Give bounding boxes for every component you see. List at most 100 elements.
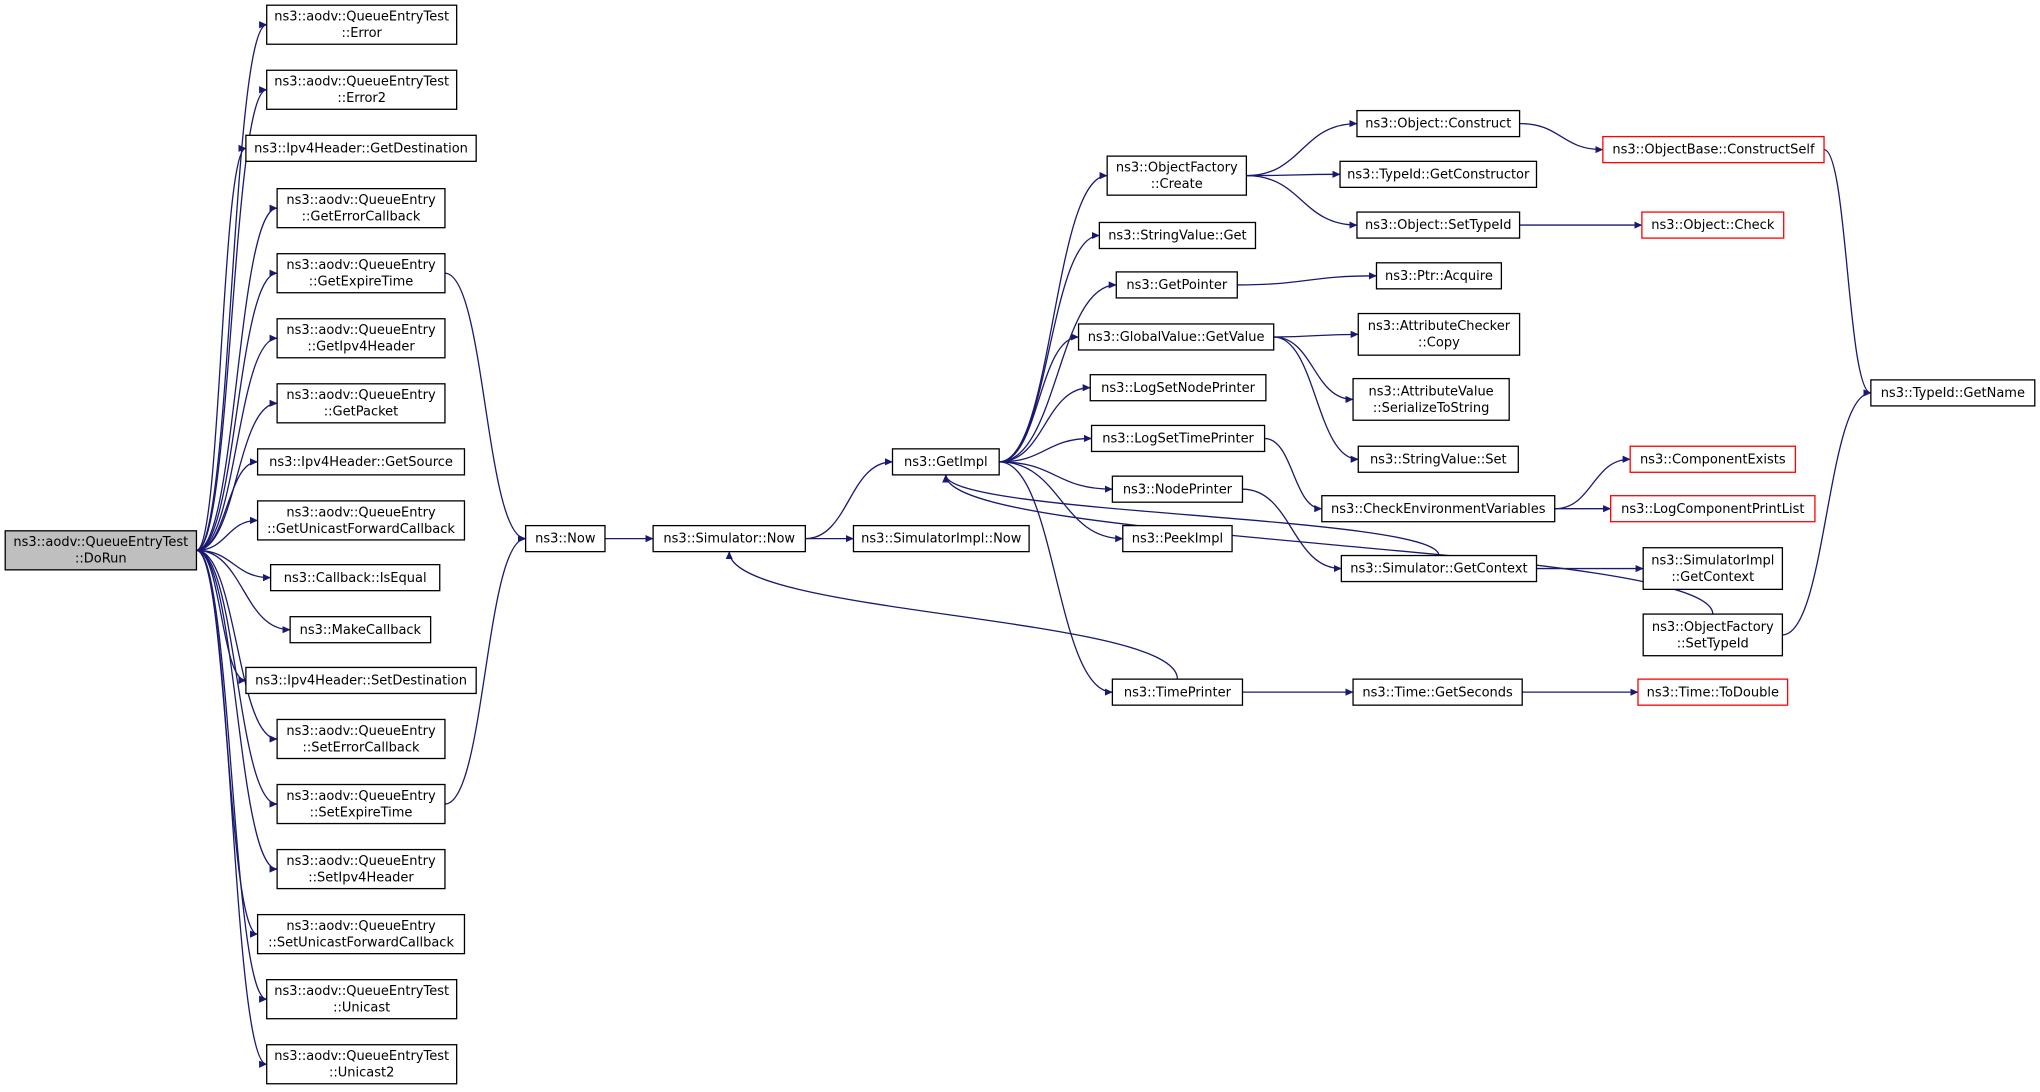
node-obcs-label-0: ns3::ObjectBase::ConstructSelf [1612, 143, 1815, 158]
node-setdest[interactable]: ns3::Ipv4Header::SetDestination [245, 666, 477, 695]
node-objsti-label-0: ns3::Object::SetTypeId [1365, 218, 1511, 233]
edge-root-to-err2 [196, 86, 268, 551]
node-ptracq-label-0: ns3::Ptr::Acquire [1385, 269, 1493, 284]
edge-nodep-to-simgc [1242, 488, 1342, 573]
node-objchk[interactable]: ns3::Object::Check [1641, 211, 1785, 239]
node-setexp-box [276, 783, 446, 825]
node-setucb-box [256, 913, 466, 955]
node-nodep[interactable]: ns3::NodePrinter [1111, 475, 1244, 503]
node-lstp[interactable]: ns3::LogSetTimePrinter [1090, 424, 1266, 453]
node-cev[interactable]: ns3::CheckEnvironmentVariables [1321, 495, 1556, 523]
node-tidgc-label-0: ns3::TypeId::GetConstructor [1347, 167, 1530, 182]
node-svset[interactable]: ns3::StringValue::Set [1357, 445, 1519, 473]
node-mkcb-box [289, 616, 432, 644]
edge-root-to-getipv4 [196, 334, 278, 551]
node-err[interactable]: ns3::aodv::QueueEntryTest::Error [266, 4, 458, 45]
node-geterrcb[interactable]: ns3::aodv::QueueEntry::GetErrorCallback [276, 187, 446, 229]
node-iseq[interactable]: ns3::Callback::IsEqual [269, 563, 441, 592]
node-tidgn[interactable]: ns3::TypeId::GetName [1870, 379, 2036, 407]
node-cev-box [1321, 495, 1556, 523]
node-simimplgc[interactable]: ns3::SimulatorImpl::GetContext [1642, 547, 1784, 591]
node-getipv4[interactable]: ns3::aodv::QueueEntry::GetIpv4Header [276, 318, 446, 359]
edge-gvget-to-accopy [1273, 330, 1359, 338]
node-svget[interactable]: ns3::StringValue::Get [1098, 221, 1257, 250]
node-getucb-box [256, 500, 466, 541]
node-getpkt-label-1: ::GetPacket [324, 405, 398, 420]
node-ofcreate-label-1: ::Create [1151, 177, 1203, 192]
node-root-box [4, 530, 198, 571]
node-getpkt[interactable]: ns3::aodv::QueueEntry::GetPacket [276, 383, 446, 424]
node-setucb-label-1: ::SetUnicastForwardCallback [268, 936, 454, 951]
node-tidgn-box [1870, 379, 2036, 407]
node-objcons[interactable]: ns3::Object::Construct [1356, 109, 1521, 138]
node-getexp[interactable]: ns3::aodv::QueueEntry::GetExpireTime [276, 253, 446, 294]
node-setexp-label-1: ::SetExpireTime [310, 805, 413, 820]
edge-root-to-mkcb [196, 549, 291, 634]
node-now[interactable]: ns3::Now [524, 524, 606, 553]
node-avser[interactable]: ns3::AttributeValue::SerializeToString [1352, 377, 1510, 421]
node-avser-box [1352, 377, 1510, 421]
edge-simgc-to-getimpl [942, 474, 1440, 556]
node-todbl-box [1637, 678, 1789, 706]
node-timep[interactable]: ns3::TimePrinter [1111, 678, 1244, 706]
edge-getimpl-to-svget [999, 231, 1100, 463]
node-getipv4-label-1: ::GetIpv4Header [307, 340, 415, 355]
node-getptr-label-0: ns3::GetPointer [1126, 278, 1227, 293]
node-ofcreate-box [1106, 155, 1248, 196]
node-objsti[interactable]: ns3::Object::SetTypeId [1356, 211, 1521, 239]
node-todbl[interactable]: ns3::Time::ToDouble [1637, 678, 1789, 706]
edge-root-to-setipv4 [196, 549, 278, 873]
node-tidgc[interactable]: ns3::TypeId::GetConstructor [1339, 160, 1538, 188]
node-ptracq[interactable]: ns3::Ptr::Acquire [1375, 262, 1503, 290]
node-lcpl[interactable]: ns3::LogComponentPrintList [1610, 495, 1816, 523]
node-setexp[interactable]: ns3::aodv::QueueEntry::SetExpireTime [276, 783, 446, 825]
node-simnow[interactable]: ns3::Simulator::Now [652, 524, 806, 553]
edge-root-to-setdest [196, 549, 247, 684]
edge-ofsti-to-tidgn [1782, 389, 1872, 636]
node-setipv4-label-0: ns3::aodv::QueueEntry [286, 854, 436, 869]
edge-root-to-uni2 [196, 549, 268, 1068]
edge-getimpl-to-nodep [999, 461, 1113, 493]
node-getsrc[interactable]: ns3::Ipv4Header::GetSource [256, 448, 466, 476]
node-err2[interactable]: ns3::aodv::QueueEntryTest::Error2 [266, 69, 458, 110]
node-err-box [266, 4, 458, 45]
node-root[interactable]: ns3::aodv::QueueEntryTest::DoRun [4, 530, 198, 571]
node-getimpl-box [891, 448, 1000, 476]
node-ofsti-label-1: ::SetTypeId [1677, 636, 1749, 651]
node-setipv4-box [276, 848, 446, 890]
node-ptracq-box [1375, 262, 1503, 290]
node-simimplgc-box [1642, 547, 1784, 591]
node-uni-label-1: ::Unicast [333, 1001, 390, 1016]
node-ofsti[interactable]: ns3::ObjectFactory::SetTypeId [1642, 613, 1784, 657]
node-simgc[interactable]: ns3::Simulator::GetContext [1340, 554, 1538, 583]
node-lcpl-box [1610, 495, 1816, 523]
node-getdest[interactable]: ns3::Ipv4Header::GetDestination [245, 134, 477, 162]
node-setucb[interactable]: ns3::aodv::QueueEntry::SetUnicastForward… [256, 913, 466, 955]
edge-root-to-seterrcb [196, 549, 278, 743]
node-peek[interactable]: ns3::PeekImpl [1122, 524, 1233, 553]
node-accopy-label-0: ns3::AttributeChecker [1368, 319, 1511, 334]
node-gvget[interactable]: ns3::GlobalValue::GetValue [1077, 323, 1275, 351]
node-lsnp-label-0: ns3::LogSetNodePrinter [1101, 381, 1255, 396]
node-setipv4[interactable]: ns3::aodv::QueueEntry::SetIpv4Header [276, 848, 446, 890]
node-getucb[interactable]: ns3::aodv::QueueEntry::GetUnicastForward… [256, 500, 466, 541]
node-err-label-1: ::Error [341, 26, 382, 41]
node-getptr[interactable]: ns3::GetPointer [1115, 271, 1238, 299]
node-seterrcb[interactable]: ns3::aodv::QueueEntry::SetErrorCallback [276, 718, 446, 760]
node-todbl-label-0: ns3::Time::ToDouble [1647, 685, 1779, 700]
node-uni2[interactable]: ns3::aodv::QueueEntryTest::Unicast2 [266, 1044, 458, 1085]
node-peek-box [1122, 524, 1233, 553]
node-lsnp[interactable]: ns3::LogSetNodePrinter [1089, 374, 1267, 402]
node-simimplnow[interactable]: ns3::SimulatorImpl::Now [852, 524, 1030, 553]
node-mkcb[interactable]: ns3::MakeCallback [289, 616, 432, 644]
node-uni[interactable]: ns3::aodv::QueueEntryTest::Unicast [266, 979, 458, 1020]
node-accopy[interactable]: ns3::AttributeChecker::Copy [1357, 312, 1521, 356]
node-timep-box [1111, 678, 1244, 706]
node-obcs[interactable]: ns3::ObjectBase::ConstructSelf [1602, 135, 1825, 164]
node-ofcreate[interactable]: ns3::ObjectFactory::Create [1106, 155, 1248, 196]
node-getimpl[interactable]: ns3::GetImpl [891, 448, 1000, 476]
node-compex[interactable]: ns3::ComponentExists [1629, 445, 1797, 473]
node-timegs[interactable]: ns3::Time::GetSeconds [1352, 678, 1523, 706]
